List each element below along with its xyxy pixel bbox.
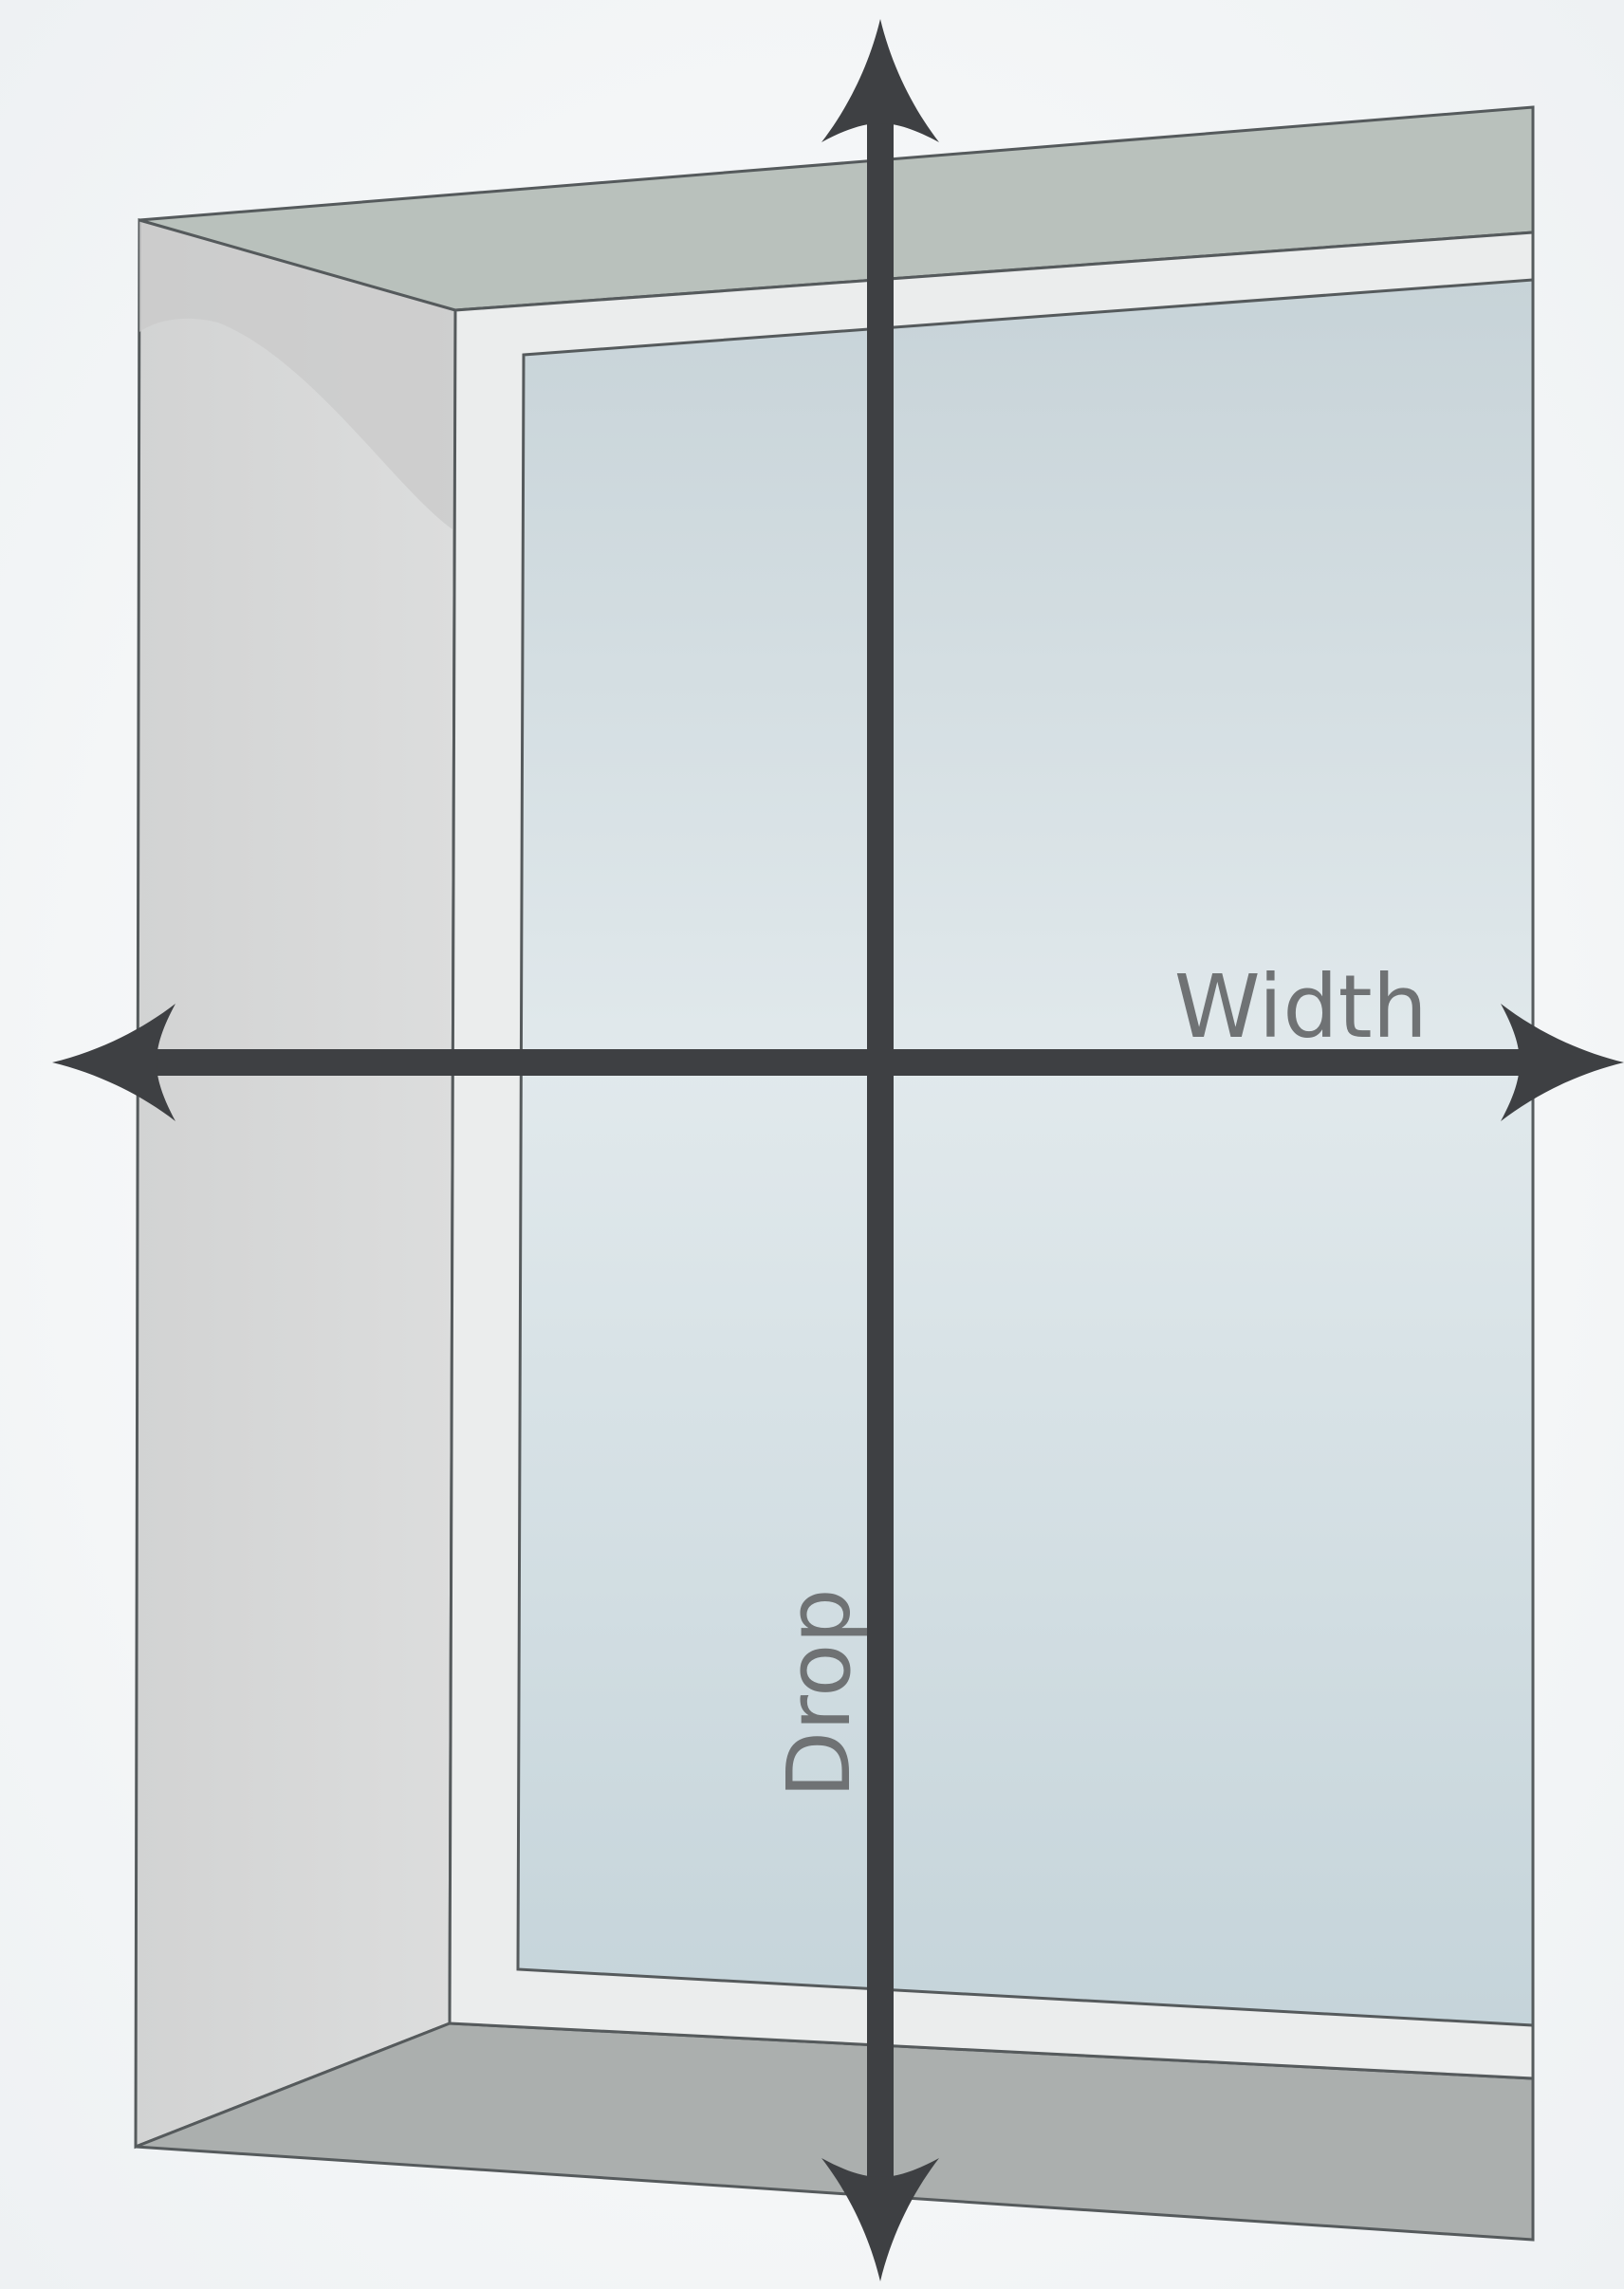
drop-label: Drop [768,1588,870,1798]
arrowhead-down-icon [821,2158,939,2281]
left-reveal [134,218,457,2150]
arrowhead-left-icon [52,1004,175,1121]
arrowhead-right-icon [1501,1004,1624,1121]
left-reveal-shadow [139,220,455,531]
width-label: Width [1174,956,1428,1058]
window-glass [516,278,1535,2027]
width-arrow [52,1004,1624,1121]
drop-arrow [821,19,939,2281]
arrowhead-up-icon [821,19,939,142]
